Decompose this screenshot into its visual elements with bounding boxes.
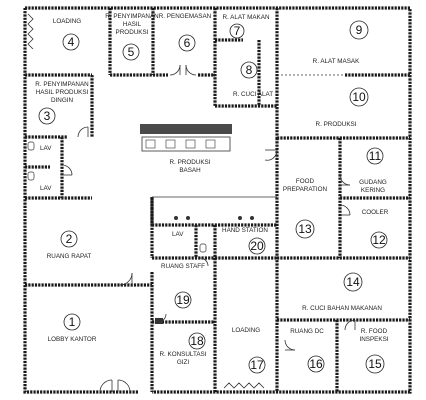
room-16: RUANG DC 16 xyxy=(290,328,325,373)
room-20: HAND STATION 20 xyxy=(222,227,268,255)
door-hand-station xyxy=(264,149,278,161)
room-label: LOADING xyxy=(53,18,81,25)
room-label: GUDANG xyxy=(359,179,387,186)
room-number: 3 xyxy=(44,109,51,123)
room-number: 9 xyxy=(356,23,363,37)
production-counter xyxy=(140,124,232,152)
door-lobby-entrance xyxy=(99,379,131,393)
room-label: R. PENYIMPANAN xyxy=(35,81,89,88)
room-label: DINGIN xyxy=(51,97,73,104)
room-label: RUANG DC xyxy=(290,328,324,335)
door-dc xyxy=(284,339,296,351)
room-label: R. PENYIMPANAN xyxy=(105,13,159,20)
room-label: PRODUKSI xyxy=(116,29,149,36)
room-label: FOOD xyxy=(296,178,315,185)
room-number: 19 xyxy=(176,293,190,307)
room-2: 2 RUANG RAPAT xyxy=(47,230,92,260)
lav-label-lower: LAV xyxy=(40,185,52,192)
room-number: 2 xyxy=(66,232,73,246)
lav-label-upper: LAV xyxy=(40,145,52,152)
room-label: R. FOOD xyxy=(361,328,388,335)
room-label: R. CUCI ALAT xyxy=(233,91,273,98)
door-room2 xyxy=(119,272,133,286)
room-label: R. PENGEMASAN xyxy=(159,13,212,20)
room-number: 4 xyxy=(68,35,75,49)
room-11: 11 GUDANG KERING xyxy=(359,147,387,194)
room-label: HASIL PRODUKSI xyxy=(36,89,89,96)
room-13: FOOD PREPARATION 13 xyxy=(283,178,328,239)
toilet-icons xyxy=(27,141,207,253)
room-6: R. PENGEMASAN 6 xyxy=(159,13,212,52)
room-7: R. ALAT MAKAN 7 xyxy=(222,14,270,39)
room-number: 17 xyxy=(250,358,264,372)
room-number: 5 xyxy=(128,45,135,59)
room-18: 18 R. KONSULTASI GIZI xyxy=(159,332,207,366)
loading-dock-marker-top xyxy=(27,13,34,50)
room-9: 9 R. ALAT MASAK xyxy=(313,20,369,65)
door-pengemasan xyxy=(169,64,197,76)
door-gudang xyxy=(339,174,351,186)
room-label: KERING xyxy=(361,187,385,194)
room-label: R. ALAT MASAK xyxy=(313,58,360,65)
room-label: RUANG RAPAT xyxy=(47,253,92,260)
room-label: RUANG STAFF xyxy=(161,263,205,270)
room-14: 14 R. CUCI BAHAN MAKANAN xyxy=(302,272,382,312)
room-3: R. PENYIMPANAN HASIL PRODUKSI DINGIN 3 xyxy=(35,81,89,125)
room-label: GIZI xyxy=(177,359,189,366)
room-label: LOBBY KANTOR xyxy=(48,336,97,343)
room-label: HASIL xyxy=(123,21,142,28)
room-15: R. FOOD INSPEKSI 15 xyxy=(359,328,389,374)
room-8: 8 R. CUCI ALAT xyxy=(233,61,273,98)
room-number: 1 xyxy=(69,315,76,329)
room-label: R. KONSULTASI xyxy=(159,351,206,358)
room-number: 13 xyxy=(298,222,312,236)
room-number: 15 xyxy=(368,357,382,371)
room-4: LOADING 4 xyxy=(53,18,81,51)
room-label: INSPEKSI xyxy=(359,336,388,343)
room-number: 10 xyxy=(352,90,366,104)
room-5: R. PENYIMPANAN HASIL PRODUKSI 5 xyxy=(105,13,159,61)
room-number: 6 xyxy=(184,36,191,50)
door-cooler xyxy=(339,204,351,216)
room-label: R. CUCI BAHAN MAKANAN xyxy=(302,305,382,312)
door-food-inspeksi xyxy=(344,319,356,331)
room-1: 1 LOBBY KANTOR xyxy=(48,313,97,343)
room-number: 18 xyxy=(190,334,204,348)
room-12: COOLER 12 xyxy=(362,209,389,249)
sink-fixtures xyxy=(155,216,254,324)
room-label: R. ALAT MAKAN xyxy=(222,14,269,21)
room-17: LOADING 17 xyxy=(232,327,266,374)
room-number: 8 xyxy=(246,63,253,77)
loading-dock-marker-bottom xyxy=(223,382,265,389)
room-10: 10 R. PRODUKSI xyxy=(316,87,369,128)
room-label: PREPARATION xyxy=(283,186,328,193)
door-room3 xyxy=(77,126,89,138)
room-label: HAND STATION xyxy=(222,227,268,234)
room-number: 20 xyxy=(250,239,264,253)
room-number: 16 xyxy=(309,357,323,371)
room-number: 14 xyxy=(346,275,360,289)
room-number: 7 xyxy=(234,24,241,38)
room-number: 12 xyxy=(372,233,386,247)
lav-label-center: LAV xyxy=(172,231,184,238)
room-label: LOADING xyxy=(232,327,260,334)
room-label: R. PRODUKSI xyxy=(316,121,357,128)
room-label: R. PRODUKSI xyxy=(170,159,211,166)
room-label: COOLER xyxy=(362,209,389,216)
door-staff xyxy=(199,257,209,267)
room-19: RUANG STAFF 19 xyxy=(161,263,205,309)
room-number: 11 xyxy=(369,149,382,163)
room-label: BASAH xyxy=(179,167,201,174)
door-lav xyxy=(61,164,73,176)
outer-wall xyxy=(23,6,412,394)
produksi-basah-label: R. PRODUKSI BASAH xyxy=(170,159,211,174)
